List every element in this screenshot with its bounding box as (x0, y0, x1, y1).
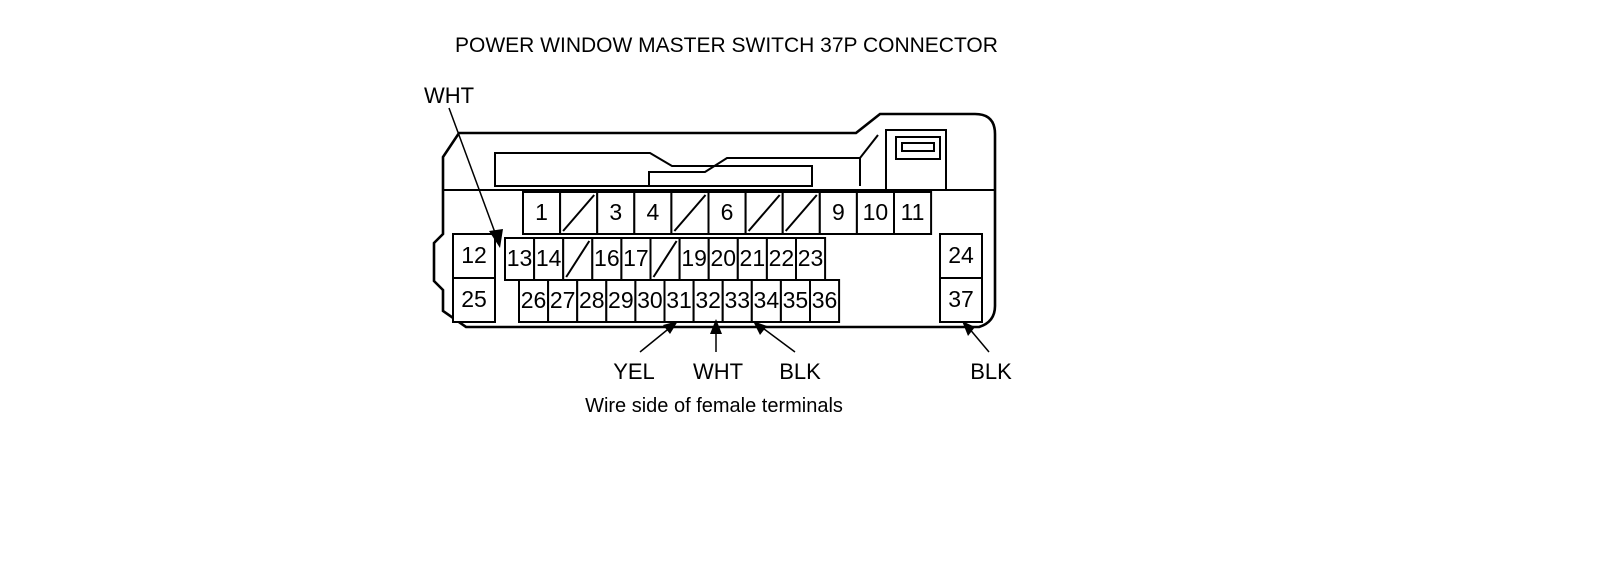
terminal-cell-10[interactable] (855, 191, 896, 235)
terminal-cell-26[interactable] (518, 279, 550, 323)
terminal-label-14: 14 (536, 245, 562, 271)
terminal-cell-23[interactable] (795, 237, 827, 281)
terminal-cell-37[interactable] (939, 277, 983, 323)
blk-arrowhead (753, 321, 767, 335)
terminal-label-11: 11 (901, 199, 925, 225)
top-recess-step (648, 157, 861, 186)
terminal-cell-16[interactable] (591, 237, 623, 281)
wht-top-leader-line (448, 107, 498, 239)
top-recess-panel (494, 152, 813, 187)
terminal-blank-diagonal-icon (747, 194, 781, 232)
terminal-label-26: 26 (521, 287, 547, 313)
terminal-cell-32[interactable] (692, 279, 724, 323)
terminal-cell-34[interactable] (750, 279, 782, 323)
wht-top-arrowhead (489, 229, 503, 248)
terminal-label-13: 13 (507, 245, 533, 271)
lock-tab-inner (895, 136, 941, 160)
terminal-cell-35[interactable] (779, 279, 812, 323)
terminal-label-4: 4 (646, 199, 659, 225)
terminal-label-20: 20 (710, 245, 736, 271)
terminal-cell-27[interactable] (547, 279, 579, 323)
terminal-label-21: 21 (740, 245, 766, 271)
terminal-label-12: 12 (461, 242, 487, 268)
terminal-label-24: 24 (948, 242, 974, 268)
lock-tab-outer (885, 129, 947, 191)
terminal-label-33: 33 (724, 287, 750, 313)
wire-label-wht-bottom: WHT (693, 359, 743, 384)
terminal-blank-diagonal-icon (784, 194, 818, 232)
terminal-label-22: 22 (769, 245, 795, 271)
lock-tab-slot (901, 142, 935, 152)
wire-label-blk: BLK (779, 359, 821, 384)
terminal-label-37: 37 (948, 286, 974, 312)
terminal-blank-diagonal-icon (673, 194, 707, 232)
blk-right-arrowhead (962, 321, 975, 336)
terminal-label-27: 27 (550, 287, 576, 313)
terminal-cell-33[interactable] (721, 279, 753, 323)
terminal-label-10: 10 (863, 199, 889, 225)
wht-bottom-arrowhead (710, 319, 722, 334)
terminal-label-23: 23 (798, 245, 824, 271)
terminal-label-35: 35 (783, 287, 809, 313)
terminal-label-25: 25 (461, 286, 487, 312)
wire-label-wht-top: WHT (424, 83, 474, 108)
terminal-label-17: 17 (623, 245, 649, 271)
terminal-blank-diagonal-icon (652, 240, 678, 278)
terminal-cell-9[interactable] (818, 191, 858, 235)
terminal-label-30: 30 (637, 287, 663, 313)
terminal-cell-6[interactable] (707, 191, 747, 235)
yel-leader-line (639, 325, 673, 353)
terminal-cell-3[interactable] (596, 191, 636, 235)
terminal-label-16: 16 (594, 245, 620, 271)
terminal-cell-19[interactable] (678, 237, 710, 281)
terminal-label-34: 34 (754, 287, 780, 313)
terminal-cell-11[interactable] (893, 191, 933, 235)
diagram-caption: Wire side of female terminals (585, 395, 843, 417)
terminal-label-29: 29 (608, 287, 634, 313)
yel-arrowhead (663, 321, 678, 334)
terminal-label-31: 31 (666, 287, 692, 313)
terminal-cell-22[interactable] (765, 237, 798, 281)
terminal-blank-diagonal-icon (562, 194, 595, 232)
terminal-cell-12[interactable] (452, 233, 496, 279)
terminal-label-32: 32 (695, 287, 721, 313)
terminal-label-28: 28 (579, 287, 605, 313)
wire-label-blk-right: BLK (970, 359, 1012, 384)
terminal-label-3: 3 (609, 199, 622, 225)
shoulder-slope (859, 134, 879, 159)
terminal-label-6: 6 (721, 199, 734, 225)
terminal-cell-36[interactable] (809, 279, 841, 323)
wire-label-yel: YEL (613, 359, 655, 384)
terminal-label-9: 9 (832, 199, 845, 225)
terminal-label-19: 19 (681, 245, 707, 271)
terminal-label-1: 1 (535, 199, 548, 225)
connector-shell-outline (432, 112, 997, 329)
diagram-title: POWER WINDOW MASTER SWITCH 37P CONNECTOR (455, 34, 998, 57)
terminal-blank-diagonal-icon (565, 240, 591, 278)
terminal-cell-25[interactable] (452, 277, 496, 323)
blk-leader-line (759, 325, 796, 353)
terminal-label-36: 36 (812, 287, 838, 313)
